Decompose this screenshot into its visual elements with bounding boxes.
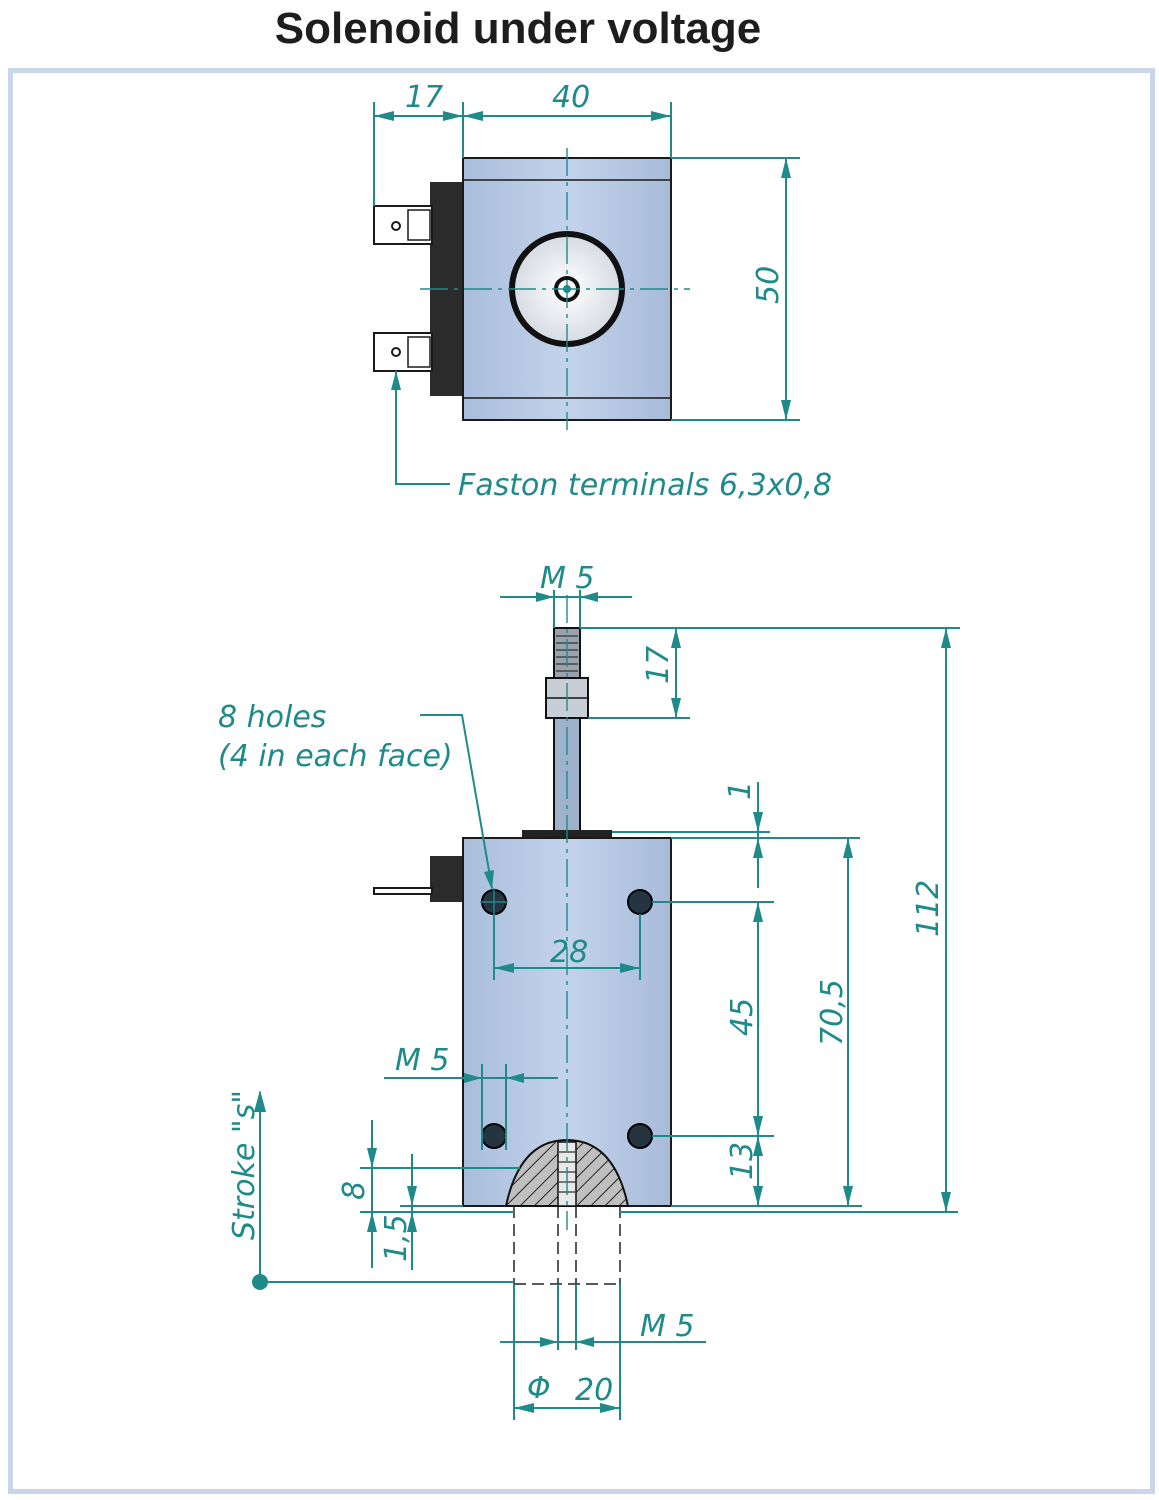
- side-connector: [430, 856, 464, 902]
- dim-8: 8: [337, 1181, 372, 1200]
- dim-bottom-hole: 13: [725, 1142, 760, 1180]
- holes-note-line2: (4 in each face): [218, 739, 453, 774]
- dim-gap: 1: [723, 781, 758, 800]
- dim-thread-length: 17: [641, 646, 676, 684]
- drawing-frame: [8, 68, 1155, 1494]
- dim-plunger-dia-symbol: Φ: [527, 1371, 551, 1406]
- mounting-hole: [627, 889, 653, 915]
- faston-terminal-lower: [373, 332, 433, 372]
- dim-1-5: 1,5: [379, 1214, 414, 1262]
- dim-total: 112: [911, 880, 946, 937]
- faston-terminals-note: Faston terminals 6,3x0,8: [458, 468, 832, 503]
- dim-width: 40: [552, 80, 590, 115]
- dim-body: 70,5: [815, 979, 850, 1046]
- dim-hole-spacing-v: 45: [725, 998, 760, 1036]
- faston-terminal-upper: [373, 205, 433, 245]
- dim-thread-top: M 5: [540, 561, 595, 596]
- dim-plunger-diameter: 20: [575, 1373, 613, 1408]
- dim-plunger-thread: M 5: [640, 1309, 695, 1344]
- holes-note-line1: 8 holes: [218, 700, 326, 735]
- top-view: 17 40 50 Faston terminals 6,3x0,8: [373, 80, 832, 503]
- dim-hole-spacing-h: 28: [550, 935, 588, 970]
- stroke-label: Stroke "s": [227, 1090, 262, 1240]
- dim-terminal-offset: 17: [405, 80, 443, 115]
- mounting-hole: [481, 1123, 507, 1149]
- dim-height: 50: [751, 266, 786, 304]
- page-title: Solenoid under voltage: [274, 4, 762, 53]
- side-view: M 5 17 8 holes (4 in each face) 1 112 28: [218, 561, 960, 1420]
- dim-hole-thread: M 5: [395, 1043, 450, 1078]
- mounting-hole: [627, 1123, 653, 1149]
